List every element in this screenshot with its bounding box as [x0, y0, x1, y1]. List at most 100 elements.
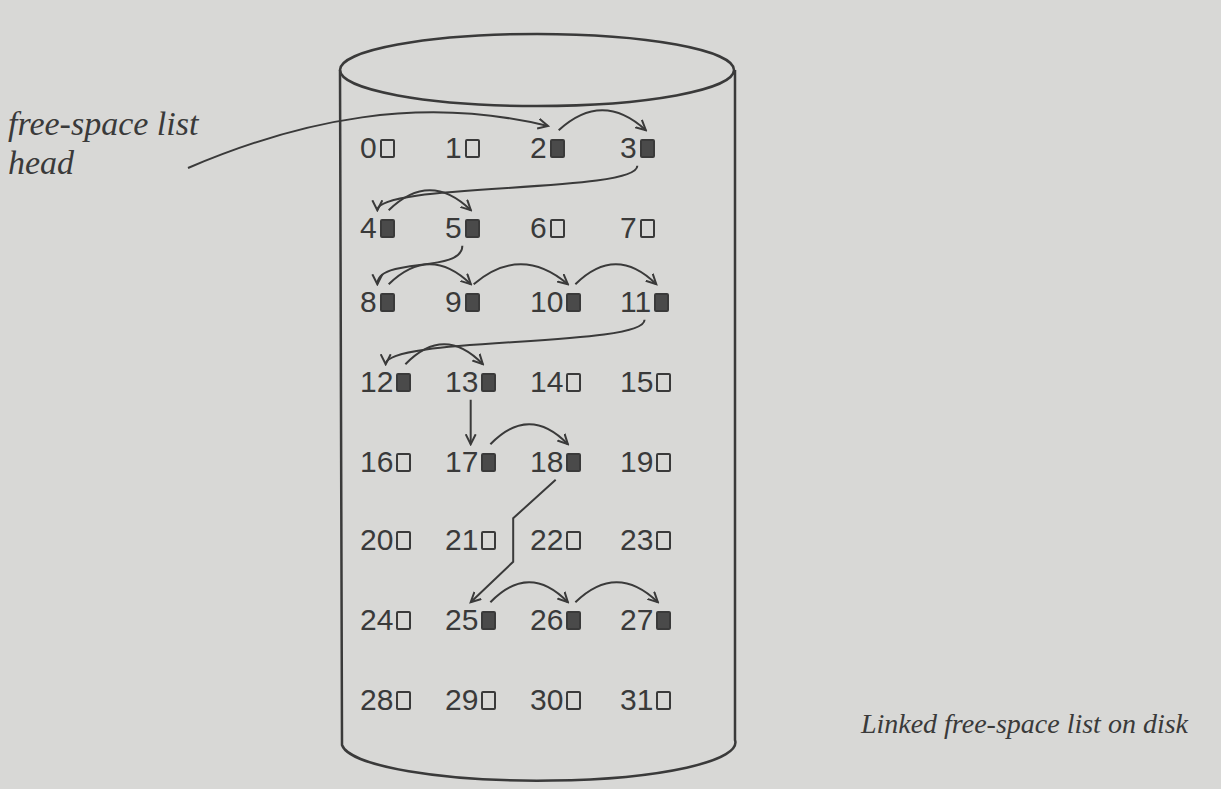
disk-block: 6	[528, 210, 567, 246]
block-number: 14	[530, 366, 563, 398]
block-number: 10	[530, 286, 563, 318]
disk-block: 17	[443, 444, 498, 480]
block-square	[656, 611, 671, 630]
disk-block: 18	[528, 444, 583, 480]
block-number: 1	[445, 132, 462, 164]
block-square	[654, 293, 669, 312]
block-square	[656, 691, 671, 710]
disk-block: 25	[443, 602, 498, 638]
block-square	[481, 691, 496, 710]
block-number: 31	[620, 684, 653, 716]
cylinder-top	[340, 34, 734, 106]
block-square	[656, 453, 671, 472]
disk-block: 14	[528, 364, 583, 400]
block-square	[465, 219, 480, 238]
block-number: 15	[620, 366, 653, 398]
disk-block: 27	[618, 602, 673, 638]
block-number: 3	[620, 132, 637, 164]
caption-note: Linked free-space list on disk	[748, 708, 1188, 740]
block-number: 27	[620, 604, 653, 636]
block-square	[396, 691, 411, 710]
free-list-link	[490, 582, 567, 602]
disk-block: 24	[358, 602, 413, 638]
block-square	[380, 219, 395, 238]
disk-block: 2	[528, 130, 567, 166]
disk-block: 26	[528, 602, 583, 638]
disk-block: 20	[358, 522, 413, 558]
block-square	[396, 611, 411, 630]
block-number: 23	[620, 524, 653, 556]
free-list-link	[377, 166, 637, 211]
block-square	[481, 453, 496, 472]
block-square	[481, 531, 496, 550]
block-square	[380, 293, 395, 312]
block-number: 29	[445, 684, 478, 716]
block-number: 17	[445, 446, 478, 478]
free-list-link	[559, 110, 646, 130]
block-number: 18	[530, 446, 563, 478]
block-square	[656, 531, 671, 550]
block-square	[640, 219, 655, 238]
block-square	[465, 139, 480, 158]
disk-block: 13	[443, 364, 498, 400]
disk-block: 12	[358, 364, 413, 400]
leader-line	[188, 112, 548, 168]
disk-block: 1	[443, 130, 482, 166]
disk-block: 31	[618, 682, 673, 718]
disk-block: 30	[528, 682, 583, 718]
block-number: 26	[530, 604, 563, 636]
free-list-link	[490, 424, 567, 444]
block-square	[550, 139, 565, 158]
free-list-link	[470, 400, 472, 445]
block-number: 9	[445, 286, 462, 318]
disk-block: 19	[618, 444, 673, 480]
block-number: 20	[360, 524, 393, 556]
free-list-link	[389, 264, 471, 284]
disk-block: 4	[358, 210, 397, 246]
disk-block: 11	[618, 284, 671, 320]
block-number: 11	[620, 286, 651, 318]
disk-block: 29	[443, 682, 498, 718]
block-number: 16	[360, 446, 393, 478]
disk-block: 0	[358, 130, 397, 166]
free-list-link	[405, 344, 482, 364]
block-square	[640, 139, 655, 158]
block-square	[481, 611, 496, 630]
block-square	[465, 293, 480, 312]
disk-block: 16	[358, 444, 413, 480]
disk-block: 23	[618, 522, 673, 558]
block-square	[656, 373, 671, 392]
block-square	[566, 373, 581, 392]
block-number: 25	[445, 604, 478, 636]
block-number: 30	[530, 684, 563, 716]
block-number: 13	[445, 366, 478, 398]
block-square	[550, 219, 565, 238]
block-square	[566, 531, 581, 550]
block-number: 28	[360, 684, 393, 716]
disk-block: 5	[443, 210, 482, 246]
block-square	[566, 453, 581, 472]
block-number: 0	[360, 132, 377, 164]
disk-block: 9	[443, 284, 482, 320]
block-number: 5	[445, 212, 462, 244]
block-number: 22	[530, 524, 563, 556]
disk-block: 3	[618, 130, 657, 166]
list-head-label: free-space list head	[8, 104, 233, 182]
block-number: 6	[530, 212, 547, 244]
free-list-link	[474, 264, 568, 284]
block-number: 19	[620, 446, 653, 478]
disk-block: 22	[528, 522, 583, 558]
block-square	[566, 611, 581, 630]
block-number: 2	[530, 132, 547, 164]
block-square	[396, 453, 411, 472]
block-square	[380, 139, 395, 158]
disk-block: 10	[528, 284, 583, 320]
block-square	[396, 531, 411, 550]
block-number: 12	[360, 366, 393, 398]
disk-block: 28	[358, 682, 413, 718]
free-list-link	[575, 582, 657, 602]
block-square	[481, 373, 496, 392]
block-square	[566, 691, 581, 710]
block-number: 21	[445, 524, 478, 556]
block-number: 7	[620, 212, 637, 244]
